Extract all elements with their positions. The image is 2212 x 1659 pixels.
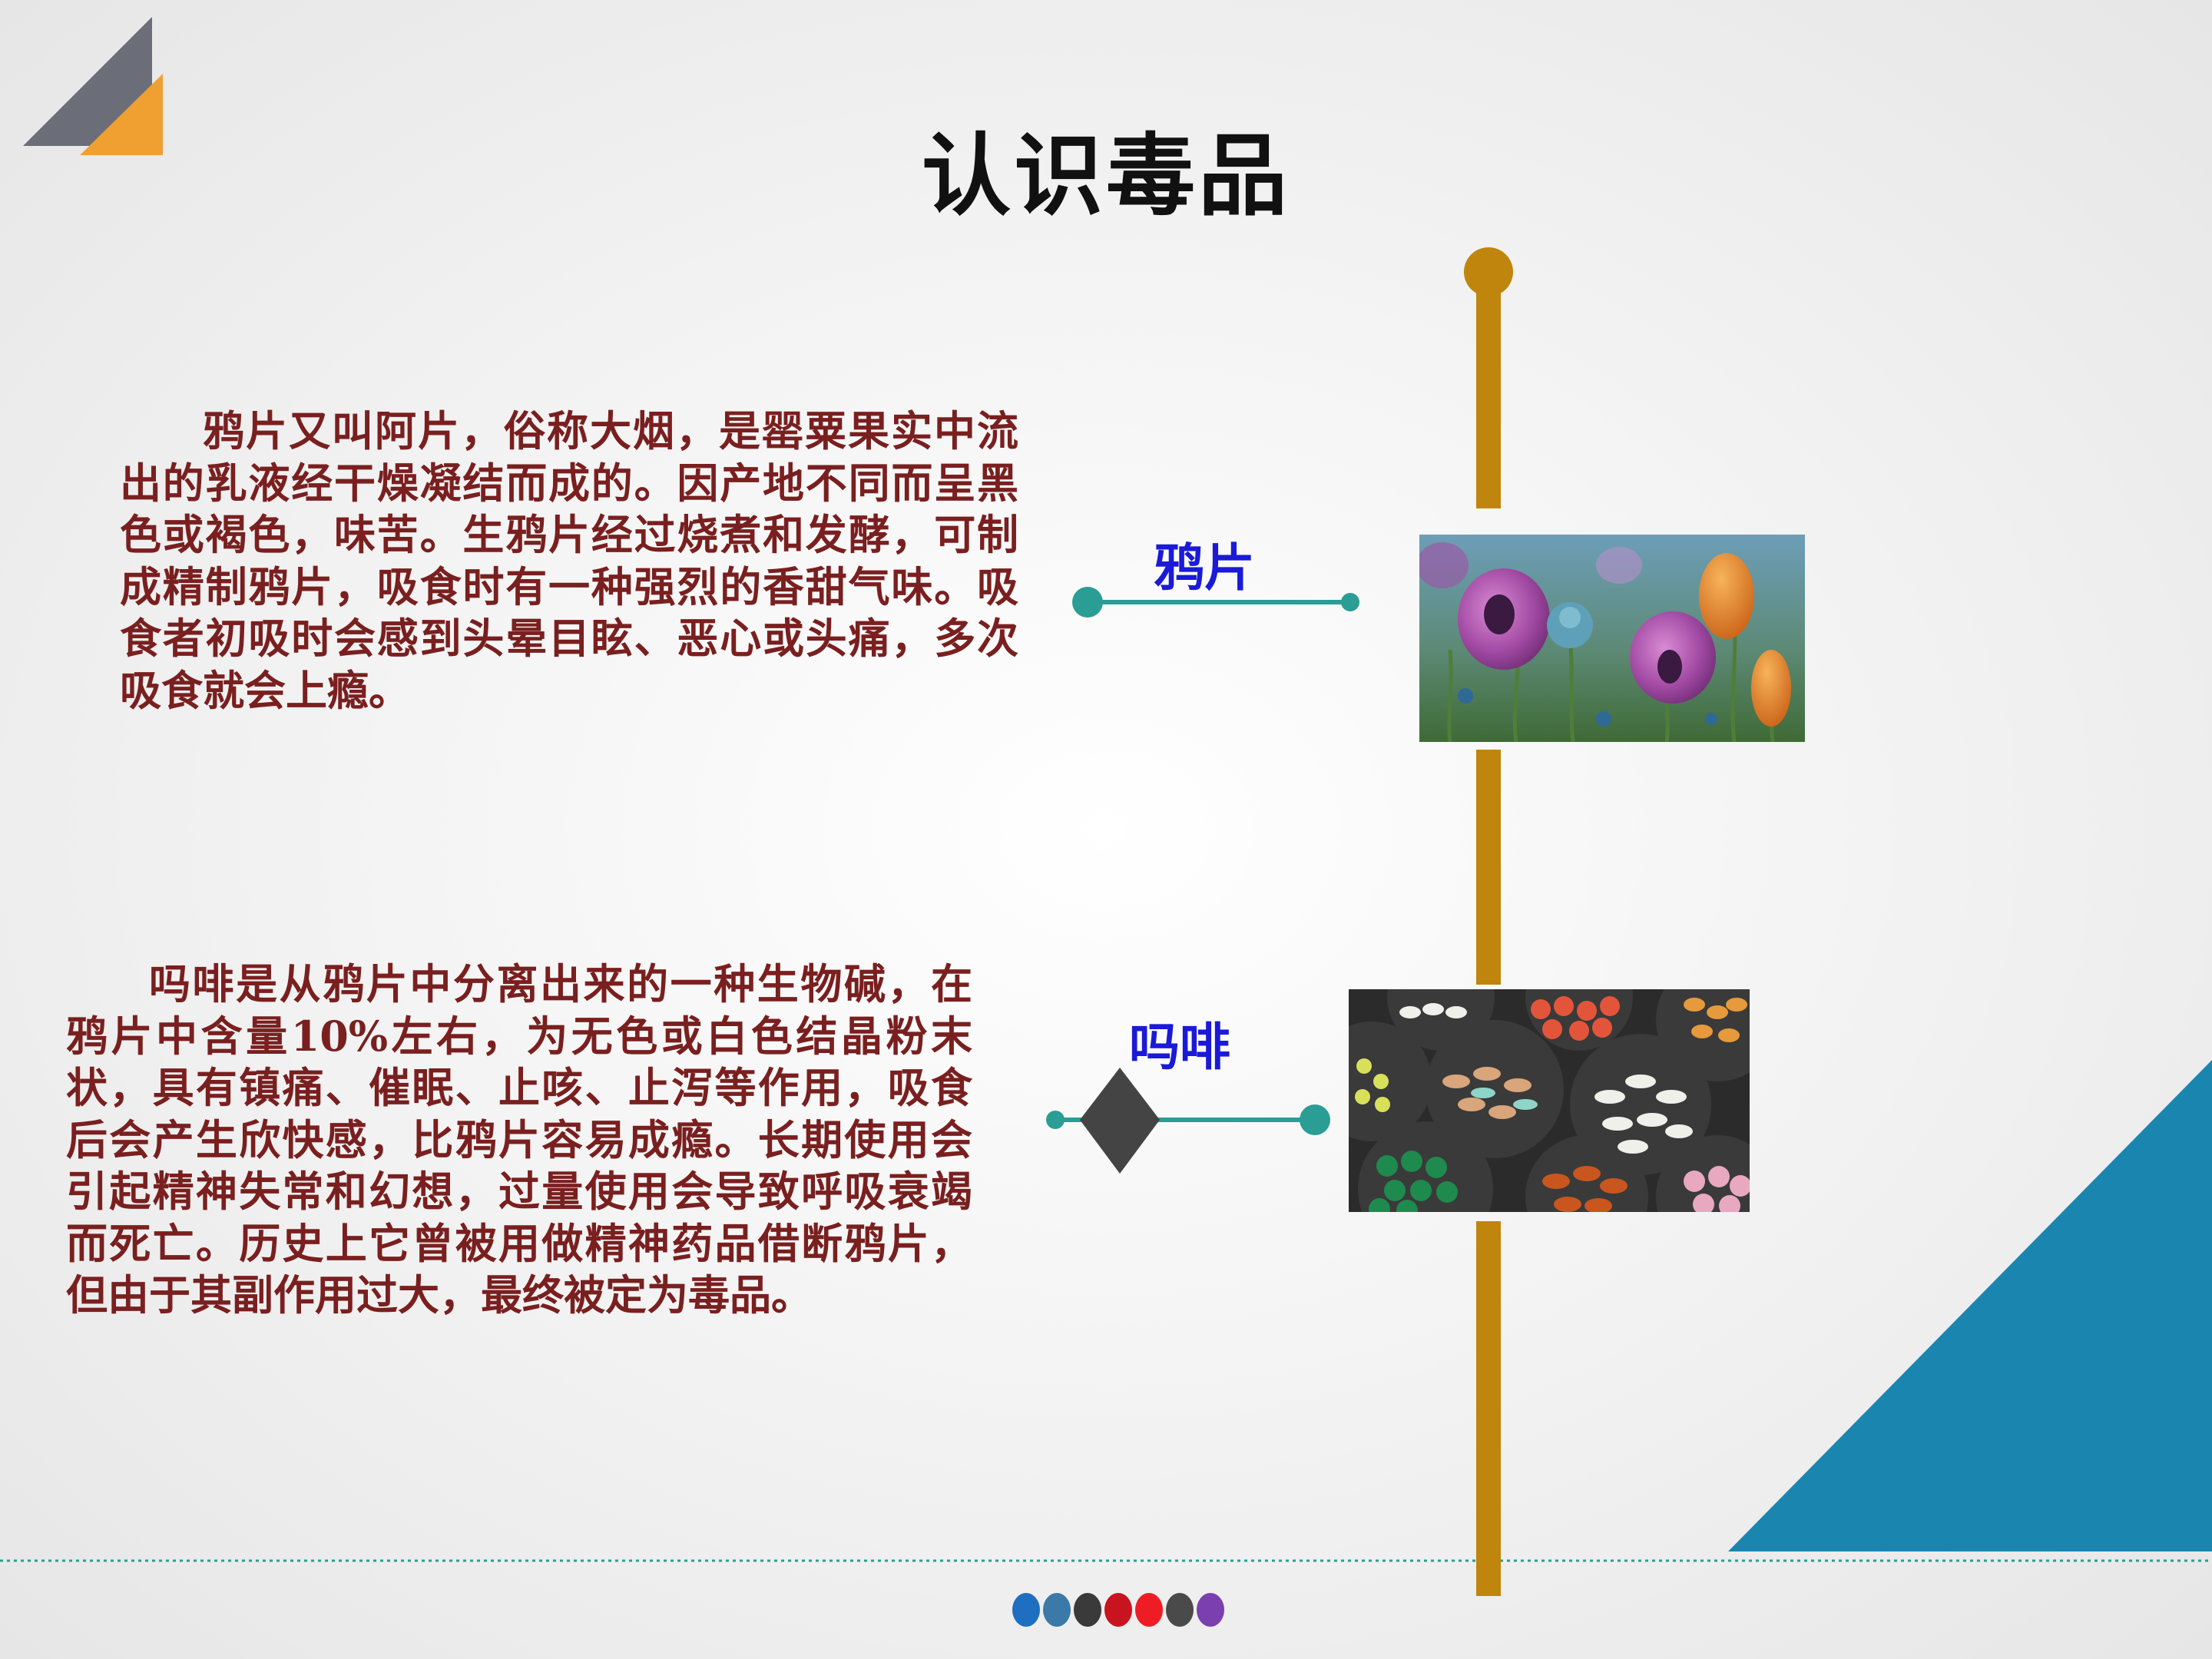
- page-title: 认识毒品: [922, 124, 1290, 228]
- assorted-pills-photo: [1349, 989, 1750, 1212]
- timeline-bar-bottom: [1476, 1221, 1501, 1596]
- pager-dot[interactable]: [1104, 1593, 1132, 1627]
- corner-blue-triangle: [1728, 1060, 2212, 1551]
- pager-dot[interactable]: [1012, 1593, 1040, 1627]
- morphine-description: 吗啡是从鸦片中分离出来的一种生物碱，在鸦片中含量10%左右，为无色或白色结晶粉末…: [66, 959, 972, 1320]
- pager-dot[interactable]: [1135, 1593, 1163, 1627]
- corner-triangles-decoration: [23, 17, 163, 155]
- morphine-connector: [1046, 1068, 1330, 1174]
- footer-dotted-line: [0, 1559, 2212, 1562]
- opium-connector: [1072, 587, 1359, 618]
- pager-dot[interactable]: [1043, 1593, 1071, 1627]
- pager-dot[interactable]: [1197, 1593, 1224, 1627]
- opium-label: 鸦片: [1154, 538, 1255, 598]
- poppy-flowers-photo: [1419, 535, 1805, 742]
- morphine-label: 吗啡: [1129, 1017, 1230, 1077]
- opium-description: 鸦片又叫阿片，俗称大烟，是罂粟果实中流出的乳液经干燥凝结而成的。因产地不同而呈黑…: [120, 406, 1018, 715]
- pager-dot[interactable]: [1074, 1593, 1101, 1627]
- timeline-bar-middle: [1476, 750, 1501, 985]
- timeline-bar-top: [1476, 276, 1501, 508]
- pager-dot[interactable]: [1166, 1593, 1194, 1627]
